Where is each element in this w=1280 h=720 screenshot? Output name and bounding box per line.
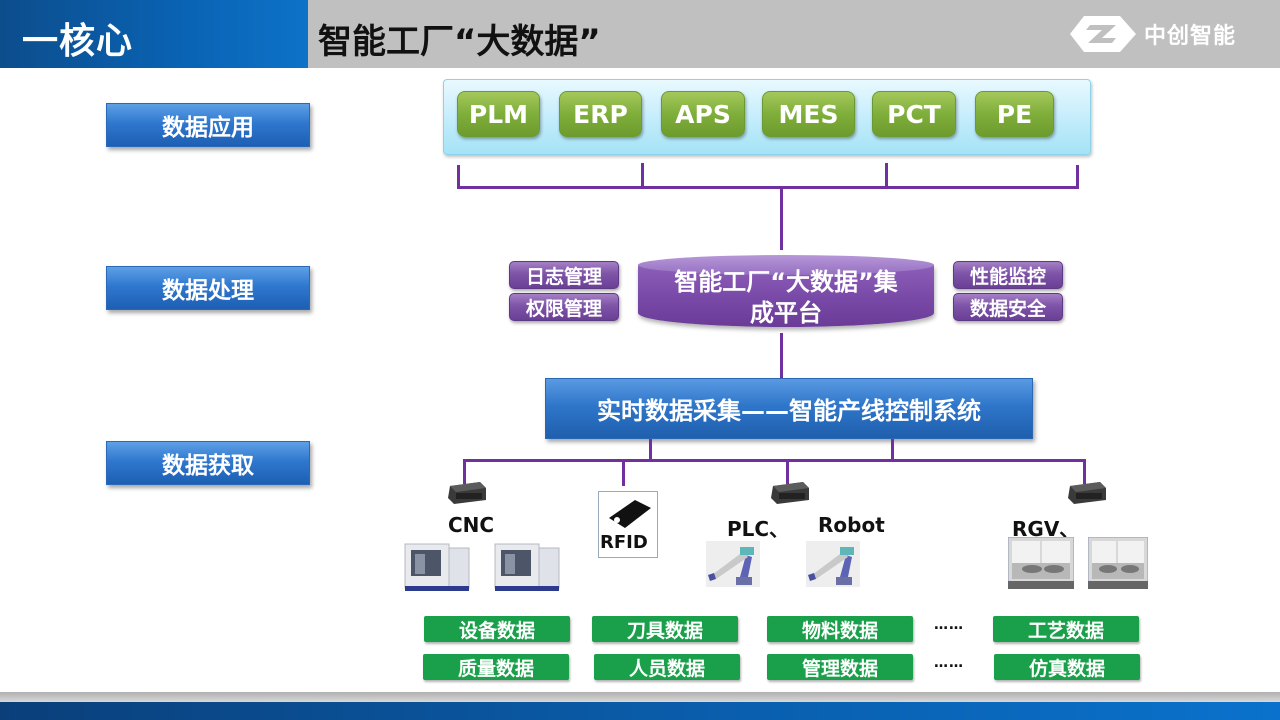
connector-line xyxy=(463,459,466,484)
realtime-acquisition-system: 实时数据采集——智能产线控制系统 xyxy=(545,378,1033,439)
company-logo: 中创智能 xyxy=(1070,14,1270,54)
layer-label-processing: 数据处理 xyxy=(106,266,310,310)
rgv-cart-icon xyxy=(1008,537,1074,589)
rfid-tag-icon xyxy=(609,500,651,528)
cnc-machine-icon xyxy=(404,543,470,591)
connector-line xyxy=(780,333,783,378)
data-tag-tool: 刀具数据 xyxy=(592,616,738,642)
layer-label-acquisition: 数据获取 xyxy=(106,441,310,485)
connector-line xyxy=(780,186,783,250)
platform-label: 智能工厂“大数据”集成平台 xyxy=(674,268,898,327)
data-tag-process: 工艺数据 xyxy=(993,616,1139,642)
platform-cylinder-top xyxy=(638,255,934,275)
header-section-panel xyxy=(0,0,308,68)
device-label-robot: Robot xyxy=(818,513,885,537)
app-pct[interactable]: PCT xyxy=(872,91,956,137)
platform-cylinder-body xyxy=(638,265,934,327)
rgv-cart-icon xyxy=(1088,537,1148,589)
permission-management-box: 权限管理 xyxy=(509,293,619,321)
device-label-cnc: CNC xyxy=(448,513,495,537)
robot-arm-icon xyxy=(806,541,860,587)
ellipsis: …… xyxy=(934,655,964,671)
plc-module-icon xyxy=(771,482,809,504)
plc-module-icon xyxy=(448,482,486,504)
connector-line xyxy=(1083,459,1086,484)
connector-line xyxy=(641,163,644,188)
performance-monitoring-box: 性能监控 xyxy=(953,261,1063,289)
device-label-plc: PLC、 xyxy=(727,517,790,541)
rfid-card: RFID xyxy=(598,491,658,558)
connector-line xyxy=(457,165,460,188)
connector-line xyxy=(786,459,789,484)
app-mes[interactable]: MES xyxy=(762,91,855,137)
data-tag-equipment: 设备数据 xyxy=(424,616,570,642)
robot-arm-icon xyxy=(706,541,760,587)
cnc-machine-icon xyxy=(494,543,560,591)
app-erp[interactable]: ERP xyxy=(559,91,642,137)
log-management-box: 日志管理 xyxy=(509,261,619,289)
app-plm[interactable]: PLM xyxy=(457,91,540,137)
connector-line xyxy=(457,186,1079,189)
connector-line xyxy=(463,459,1086,462)
footer-bar xyxy=(0,702,1280,720)
data-tag-material: 物料数据 xyxy=(767,616,913,642)
app-aps[interactable]: APS xyxy=(661,91,745,137)
connector-line xyxy=(885,163,888,188)
footer-divider xyxy=(0,692,1280,702)
data-tag-personnel: 人员数据 xyxy=(594,654,740,680)
connector-line xyxy=(1076,165,1079,188)
integration-platform: 智能工厂“大数据”集成平台 xyxy=(638,255,934,335)
connector-line xyxy=(649,439,652,461)
connector-line xyxy=(622,462,625,486)
section-title: 一核心 xyxy=(22,21,134,62)
data-tag-quality: 质量数据 xyxy=(423,654,569,680)
layer-label-application: 数据应用 xyxy=(106,103,310,147)
plc-module-icon xyxy=(1068,482,1106,504)
ellipsis: …… xyxy=(934,617,964,633)
data-tag-simulation: 仿真数据 xyxy=(994,654,1140,680)
connector-line xyxy=(891,439,894,461)
data-security-box: 数据安全 xyxy=(953,293,1063,321)
device-label-rfid: RFID xyxy=(600,532,648,553)
logo-icon xyxy=(1070,16,1136,52)
data-tag-management: 管理数据 xyxy=(767,654,913,680)
logo-text: 中创智能 xyxy=(1144,24,1237,49)
app-pe[interactable]: PE xyxy=(975,91,1054,137)
page-title: 智能工厂“大数据” xyxy=(318,22,601,62)
